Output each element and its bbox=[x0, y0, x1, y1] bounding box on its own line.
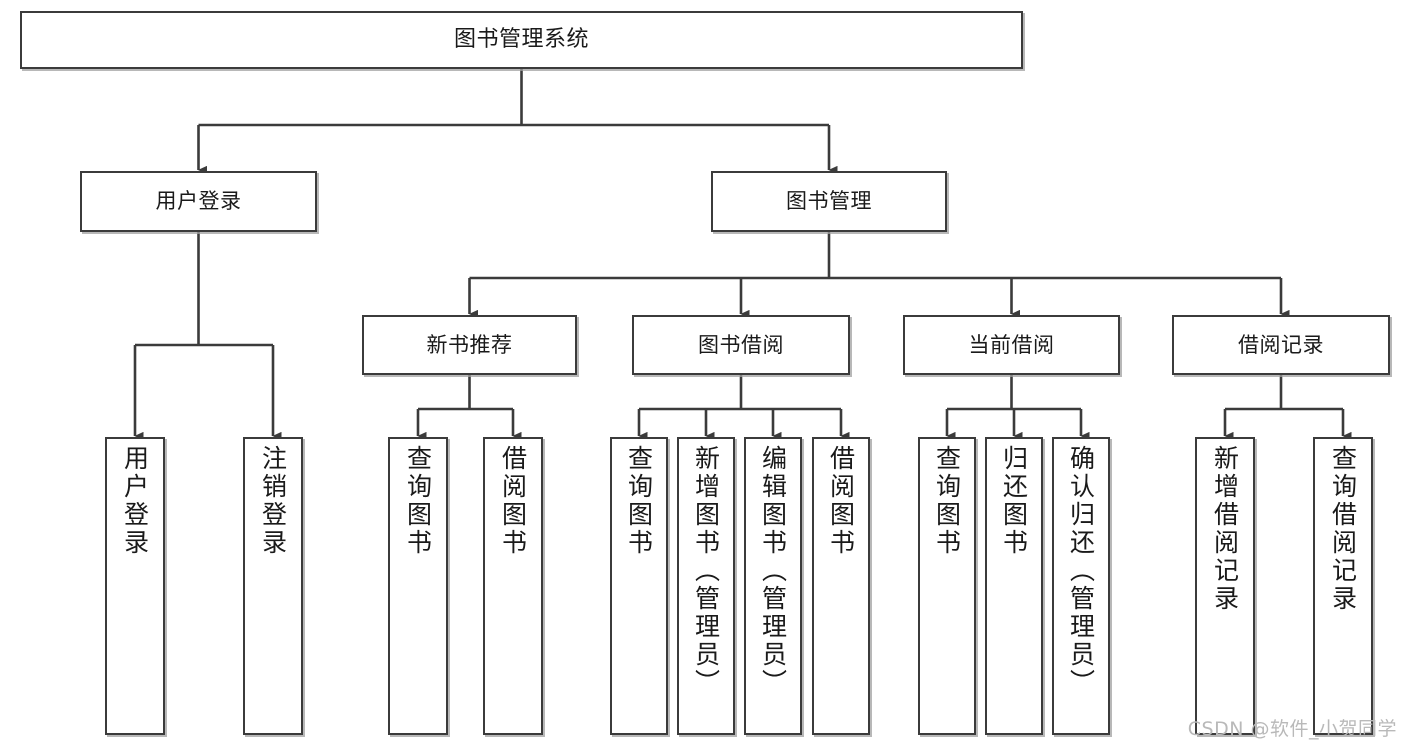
node-label: 编辑图书（管理员） bbox=[758, 445, 788, 697]
node-label: 图书管理 bbox=[786, 189, 872, 214]
node-leaf-rec-borrow[interactable]: 借阅图书 bbox=[483, 437, 543, 735]
node-leaf-logout[interactable]: 注销登录 bbox=[243, 437, 303, 735]
node-label: 借阅图书 bbox=[498, 445, 528, 557]
node-label: 新书推荐 bbox=[426, 332, 513, 357]
node-label: 图书管理系统 bbox=[453, 27, 589, 53]
node-label: 查询图书 bbox=[403, 445, 433, 557]
node-leaf-rec-query[interactable]: 查询图书 bbox=[388, 437, 448, 735]
node-label: 借阅记录 bbox=[1238, 332, 1324, 357]
node-borrow-record[interactable]: 借阅记录 bbox=[1172, 315, 1390, 375]
node-current-borrow[interactable]: 当前借阅 bbox=[903, 315, 1120, 375]
node-label: 用户登录 bbox=[155, 189, 242, 214]
node-leaf-bb-query[interactable]: 查询图书 bbox=[610, 437, 668, 735]
node-user-login[interactable]: 用户登录 bbox=[80, 171, 317, 232]
node-leaf-br-query[interactable]: 查询借阅记录 bbox=[1313, 437, 1373, 735]
node-leaf-cb-query[interactable]: 查询图书 bbox=[918, 437, 976, 735]
node-label: 注销登录 bbox=[258, 445, 288, 557]
node-label: 查询图书 bbox=[624, 445, 654, 557]
node-new-book-rec[interactable]: 新书推荐 bbox=[362, 315, 577, 375]
node-label: 借阅图书 bbox=[826, 445, 856, 557]
node-label: 新增借阅记录 bbox=[1210, 445, 1240, 613]
node-book-manage[interactable]: 图书管理 bbox=[711, 171, 947, 232]
node-leaf-bb-add[interactable]: 新增图书（管理员） bbox=[677, 437, 735, 735]
node-label: 查询借阅记录 bbox=[1328, 445, 1358, 613]
node-leaf-user-login[interactable]: 用户登录 bbox=[105, 437, 165, 735]
node-label: 归还图书 bbox=[999, 445, 1029, 557]
node-label: 当前借阅 bbox=[968, 332, 1055, 357]
watermark: CSDN @软件_小贺同学 bbox=[1187, 718, 1397, 740]
node-leaf-cb-confirm[interactable]: 确认归还（管理员） bbox=[1052, 437, 1110, 735]
node-book-borrow[interactable]: 图书借阅 bbox=[632, 315, 850, 375]
node-leaf-bb-borrow[interactable]: 借阅图书 bbox=[812, 437, 870, 735]
node-leaf-br-add[interactable]: 新增借阅记录 bbox=[1195, 437, 1255, 735]
node-label: 查询图书 bbox=[932, 445, 962, 557]
node-root[interactable]: 图书管理系统 bbox=[20, 11, 1023, 69]
node-label: 图书借阅 bbox=[698, 332, 784, 357]
node-leaf-bb-edit[interactable]: 编辑图书（管理员） bbox=[744, 437, 802, 735]
node-label: 用户登录 bbox=[120, 445, 150, 557]
node-label: 新增图书（管理员） bbox=[691, 445, 721, 697]
node-leaf-cb-return[interactable]: 归还图书 bbox=[985, 437, 1043, 735]
node-label: 确认归还（管理员） bbox=[1066, 445, 1096, 697]
